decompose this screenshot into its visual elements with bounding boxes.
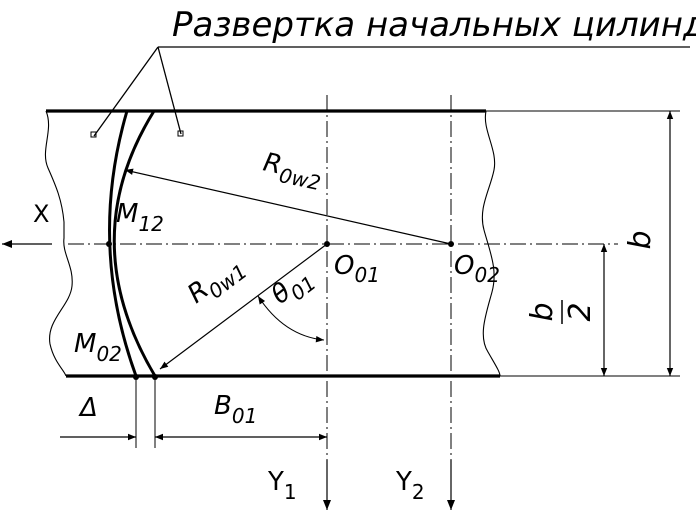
o01-label: O01 <box>334 251 380 287</box>
point-m02 <box>133 374 139 380</box>
theta-angle-arc <box>257 295 325 343</box>
m12-label: M12 <box>116 199 164 236</box>
leader-marker-left <box>90 131 97 138</box>
point-m12 <box>106 241 112 247</box>
y1-axis-label: Y1 <box>267 467 297 504</box>
delta-label: Δ <box>78 393 98 423</box>
leader-line-right <box>157 46 182 135</box>
radius-line-r0w2 <box>124 168 452 245</box>
r0w1-label: R0w1 <box>182 250 251 315</box>
profile-curve-inner <box>112 110 157 377</box>
m02-label: M02 <box>74 329 122 366</box>
x-axis-label: X <box>33 200 49 228</box>
b01-label: B01 <box>214 391 257 428</box>
b-half-numerator: b <box>525 302 560 321</box>
y2-axis-label: Y2 <box>395 467 425 504</box>
leader-marker-right <box>177 130 184 137</box>
radius-line-r0w1 <box>159 243 328 370</box>
b-half-label: b 2 <box>525 300 598 324</box>
leader-line-left <box>93 46 159 137</box>
strip-left-break-line <box>44 110 73 377</box>
r0w2-label: R0w2 <box>259 148 325 196</box>
b-dimension-label: b <box>623 230 658 249</box>
o02-label: O02 <box>454 251 500 287</box>
point-m02-shifted <box>152 374 158 380</box>
diagram-title: Развертка начальных цилиндров <box>172 5 696 45</box>
strip-right-break-line <box>481 110 501 377</box>
b-half-denominator: 2 <box>563 302 598 321</box>
